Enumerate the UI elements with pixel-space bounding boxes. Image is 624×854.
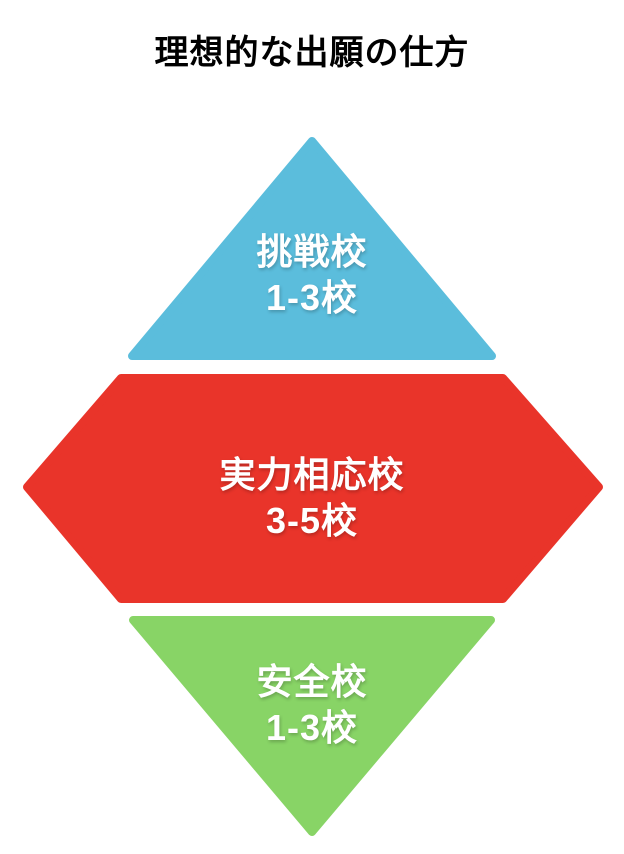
safety-triangle-shape: [129, 616, 495, 836]
challenge-triangle-shape: [128, 137, 496, 360]
page-title: 理想的な出願の仕方: [154, 34, 470, 72]
match-hexagon-shape: [23, 374, 603, 603]
